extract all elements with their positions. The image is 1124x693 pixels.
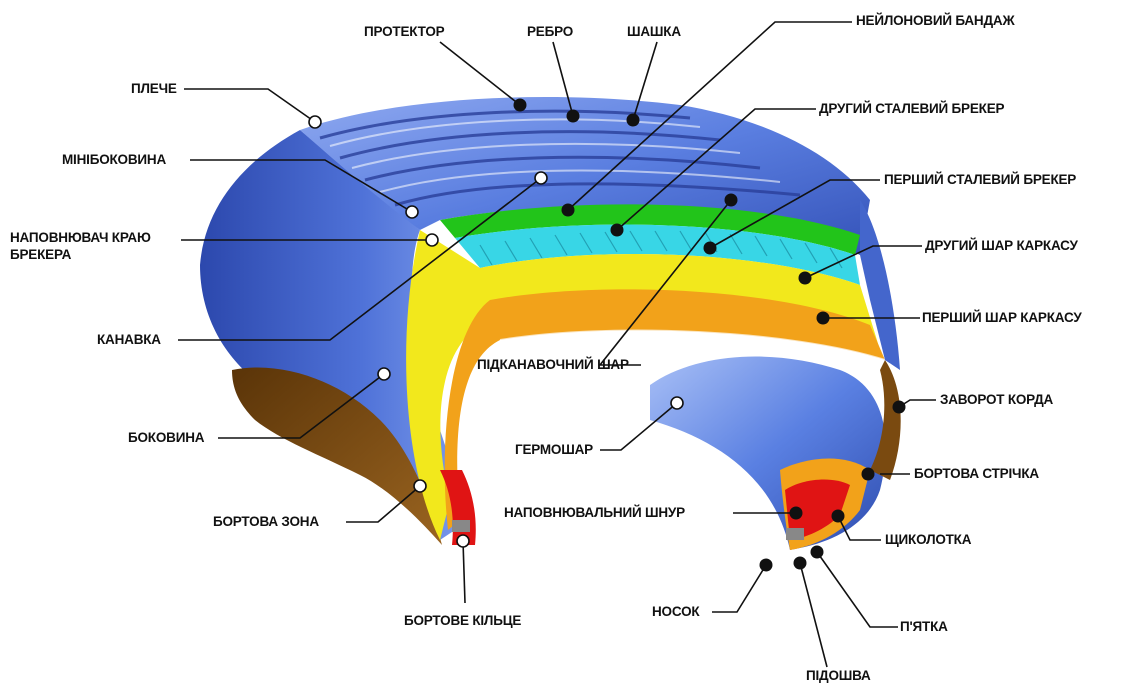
label-protector: ПРОТЕКТОР xyxy=(364,24,444,40)
label-second-steel-breaker: ДРУГИЙ СТАЛЕВИЙ БРЕКЕР xyxy=(819,101,1004,117)
label-inner-liner: ГЕРМОШАР xyxy=(515,442,593,458)
label-block: ШАШКА xyxy=(627,24,681,40)
label-undertread: ПІДКАНАВОЧНИЙ ШАР xyxy=(477,357,629,373)
label-mini-sidewall: МІНІБОКОВИНА xyxy=(62,152,166,168)
label-chafer: ЩИКОЛОТКА xyxy=(885,532,971,548)
label-bead-filler: НАПОВНЮВАЛЬНИЙ ШНУР xyxy=(504,505,685,521)
label-bead-ring: БОРТОВЕ КІЛЬЦЕ xyxy=(404,613,521,629)
label-heel: П'ЯТКА xyxy=(900,619,948,635)
label-bead-strip: БОРТОВА СТРІЧКА xyxy=(914,466,1039,482)
label-rib: РЕБРО xyxy=(527,24,573,40)
label-first-steel-breaker: ПЕРШИЙ СТАЛЕВИЙ БРЕКЕР xyxy=(884,172,1076,188)
label-shoulder: ПЛЕЧЕ xyxy=(131,81,177,97)
right-inner-wall-shape xyxy=(650,356,886,550)
label-sole: ПІДОШВА xyxy=(806,668,871,684)
right-bead-wire xyxy=(786,528,804,540)
label-nylon-band: НЕЙЛОНОВИЙ БАНДАЖ xyxy=(856,13,1014,29)
label-toe: НОСОК xyxy=(652,604,699,620)
label-first-carcass-ply: ПЕРШИЙ ШАР КАРКАСУ xyxy=(922,310,1082,326)
label-second-carcass-ply: ДРУГИЙ ШАР КАРКАСУ xyxy=(925,238,1078,254)
left-bead-wire xyxy=(452,520,470,532)
label-breaker-edge-filler-2: БРЕКЕРА xyxy=(10,247,71,263)
label-groove: КАНАВКА xyxy=(97,332,161,348)
label-cord-turnup: ЗАВОРОТ КОРДА xyxy=(940,392,1053,408)
label-bead-zone: БОРТОВА ЗОНА xyxy=(213,514,319,530)
label-breaker-edge-filler-1: НАПОВНЮВАЧ КРАЮ xyxy=(10,230,151,246)
label-sidewall: БОКОВИНА xyxy=(128,430,204,446)
